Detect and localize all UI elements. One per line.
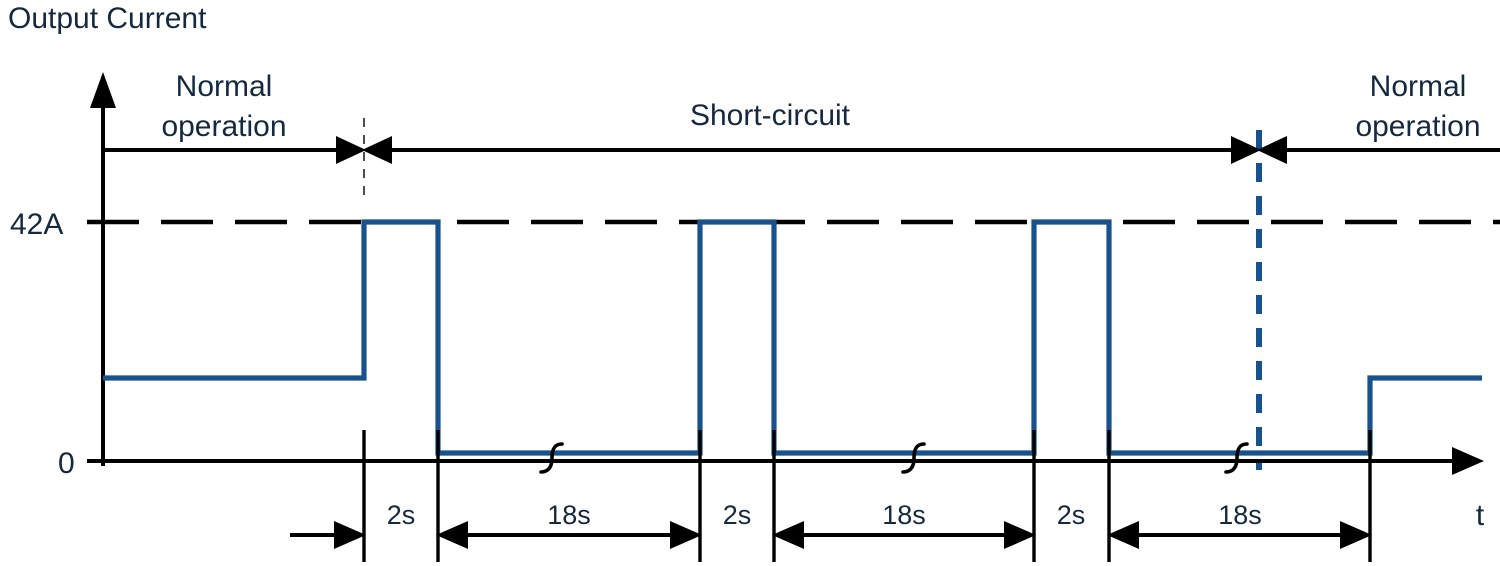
arrowhead-left-normal-right	[1257, 136, 1287, 164]
arrowhead-gap-2-right	[1004, 521, 1036, 549]
phase-label-normal-left-line1: Normal	[176, 70, 273, 103]
y-axis-label-42a: 42A	[10, 208, 63, 241]
x-axis-label-t: t	[1476, 499, 1485, 532]
phase-label-short-circuit: Short-circuit	[690, 99, 851, 132]
arrowhead-x-axis	[1452, 447, 1484, 475]
break-symbol-3	[1224, 442, 1249, 474]
break-symbol-1	[539, 442, 564, 474]
arrowhead-right-short-circuit	[1231, 136, 1261, 164]
arrowhead-y-axis	[90, 72, 116, 108]
phase-label-normal-right-line1: Normal	[1370, 70, 1467, 103]
dim-label-pulse-2: 2s	[723, 500, 752, 530]
phase-label-normal-right-line2: operation	[1355, 110, 1480, 143]
arrowhead-gap-3-left	[1107, 521, 1139, 549]
arrowhead-gap-2-left	[772, 521, 804, 549]
dim-label-pulse-3: 2s	[1057, 500, 1086, 530]
dim-label-gap-2: 18s	[882, 500, 926, 530]
arrowhead-right-normal-left	[336, 136, 366, 164]
arrowhead-gap-1-left	[436, 521, 468, 549]
phase-label-normal-left-line2: operation	[161, 110, 286, 143]
break-symbol-2	[901, 442, 926, 474]
dim-label-pulse-1: 2s	[387, 500, 416, 530]
arrowhead-gap-3-right	[1340, 521, 1372, 549]
waveform-output-current	[103, 219, 1482, 456]
y-axis-label-zero: 0	[58, 447, 75, 480]
dim-label-gap-1: 18s	[547, 500, 591, 530]
page-title: Output Current	[8, 2, 207, 35]
arrowhead-lead-in-right	[334, 521, 366, 549]
arrowhead-left-short-circuit	[362, 136, 392, 164]
dim-label-gap-3: 18s	[1218, 500, 1262, 530]
arrowhead-gap-1-right	[670, 521, 702, 549]
